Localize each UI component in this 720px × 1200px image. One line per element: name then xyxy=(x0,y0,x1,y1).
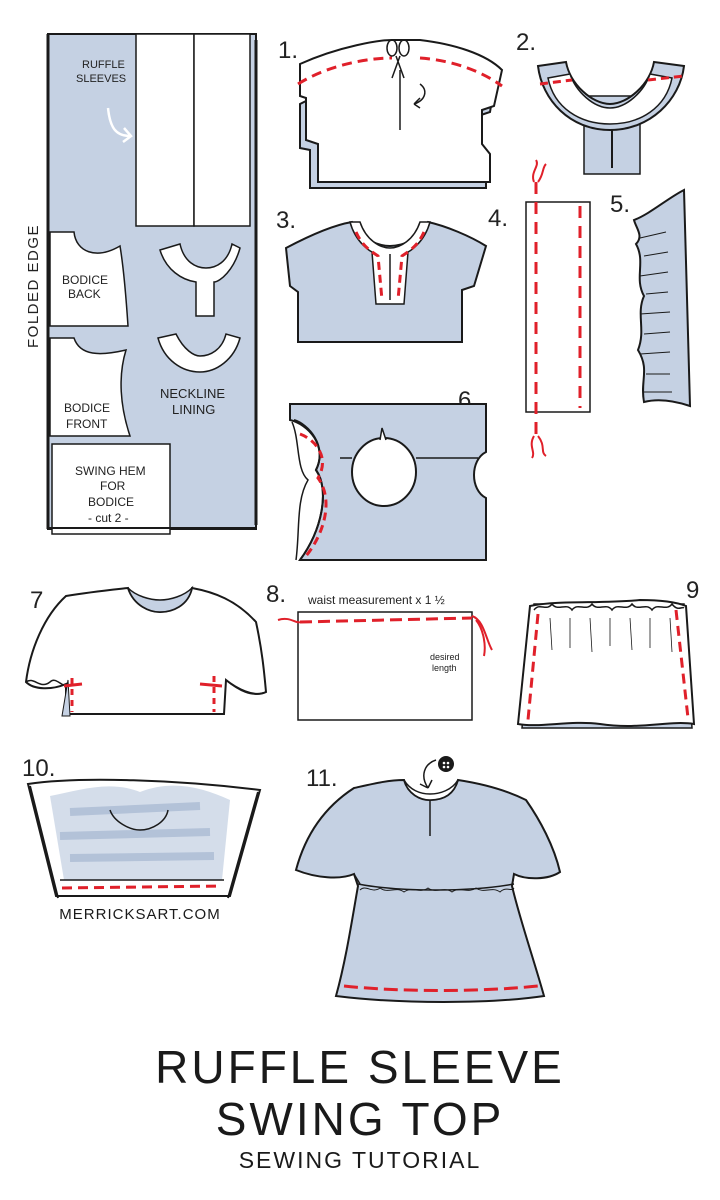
arrow-icon xyxy=(106,107,133,143)
step-number: 5. xyxy=(610,191,630,218)
fabric-layout: FOLDED EDGE RUFFLE SLEEVES BODICE BACK B… xyxy=(25,33,258,535)
ruffle-label-2: SLEEVES xyxy=(76,73,126,85)
desired-length-label-2: length xyxy=(432,663,457,673)
neckline-label-1: NECKLINE xyxy=(160,386,225,401)
step-8: 8. waist measurement x 1 ½ desired lengt… xyxy=(266,581,493,721)
website-label: MERRICKSART.COM xyxy=(59,906,221,923)
swing-label-4: - cut 2 - xyxy=(88,511,129,525)
ruffle-sleeve-piece xyxy=(135,33,195,227)
swing-hem-piece xyxy=(51,443,171,535)
bodice-front-piece xyxy=(49,337,132,437)
step-10: 10. xyxy=(22,755,262,899)
bodice-back-piece xyxy=(49,231,129,327)
button-icon xyxy=(438,756,454,772)
step-11: 11. xyxy=(294,756,562,1003)
neckline-label-2: LINING xyxy=(172,402,215,417)
step-3: 3. xyxy=(276,207,488,343)
step-number: 9 xyxy=(686,577,699,604)
step-7: 7 xyxy=(24,585,268,717)
page-title-line-2: SWING TOP xyxy=(215,1093,505,1145)
waist-measurement-label: waist measurement x 1 ½ xyxy=(307,593,445,607)
ruffle-sleeve-piece xyxy=(193,33,251,227)
step-9: 9 xyxy=(516,577,699,729)
ruffle-label-1: RUFFLE xyxy=(82,59,125,71)
page-subtitle: SEWING TUTORIAL xyxy=(238,1147,482,1173)
step-5: 5. xyxy=(610,188,692,408)
step-number: 7 xyxy=(30,587,43,614)
bodice-front-label-2: FRONT xyxy=(66,417,108,431)
folded-edge-label: FOLDED EDGE xyxy=(25,224,42,348)
step-number: 2. xyxy=(516,29,536,56)
step-number: 8. xyxy=(266,581,286,608)
step-6: 6. xyxy=(289,387,487,561)
desired-length-label-1: desired xyxy=(430,652,460,662)
scissors-icon xyxy=(386,39,410,79)
swing-label-2: FOR xyxy=(100,479,126,493)
bodice-back-label-2: BACK xyxy=(68,287,101,301)
step-1: 1. xyxy=(278,37,504,189)
step-number: 4. xyxy=(488,205,508,232)
neckline-piece-front xyxy=(159,242,241,317)
step-number: 3. xyxy=(276,207,296,234)
step-4: 4. xyxy=(488,159,591,459)
swing-label-3: BODICE xyxy=(88,495,134,509)
step-2: 2. xyxy=(516,29,686,175)
neckline-piece-back xyxy=(157,333,241,373)
page-title-line-1: RUFFLE SLEEVE xyxy=(155,1041,565,1093)
swing-label-1: SWING HEM xyxy=(75,464,146,478)
step-number: 11. xyxy=(306,765,338,792)
bodice-front-label-1: BODICE xyxy=(64,401,110,415)
step-number: 1. xyxy=(278,37,298,64)
step-number: 10. xyxy=(22,755,55,782)
bodice-back-label-1: BODICE xyxy=(62,273,108,287)
